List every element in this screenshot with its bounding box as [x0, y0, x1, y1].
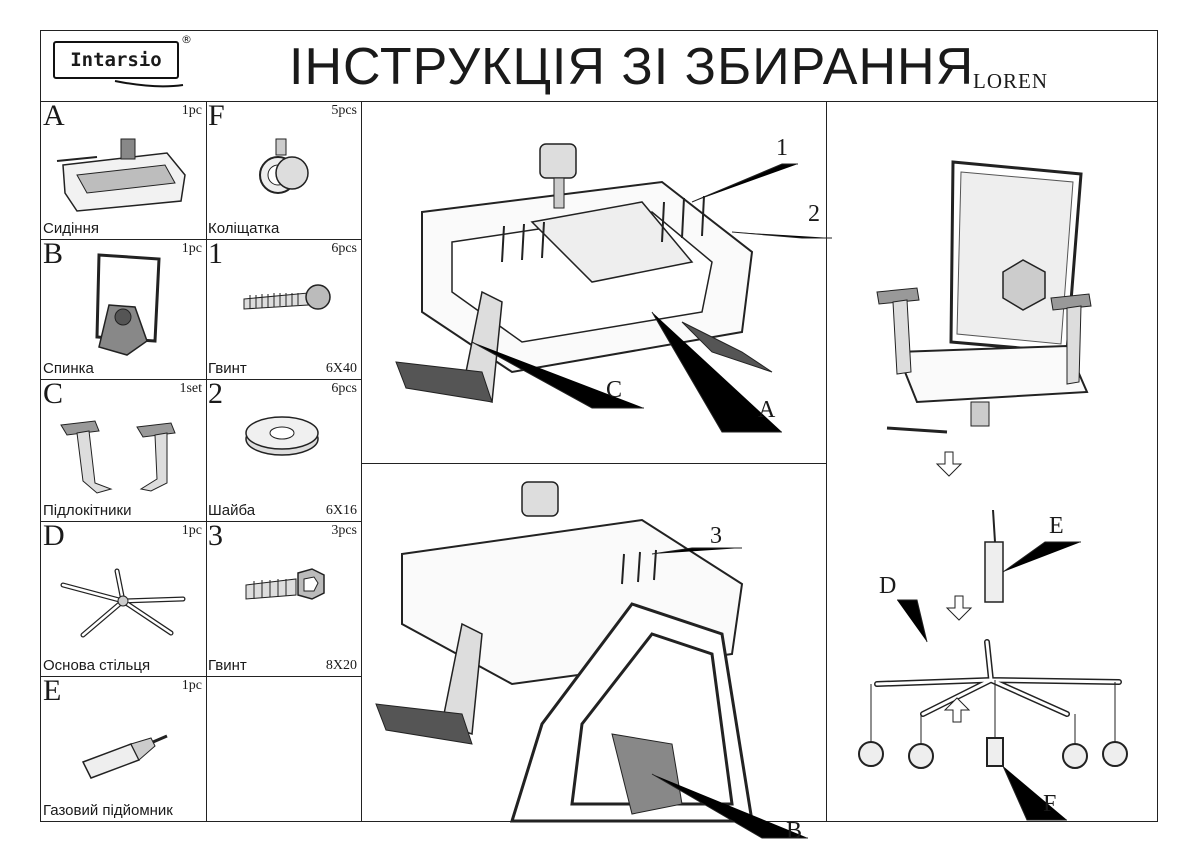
part-quantity: 6pcs	[331, 241, 357, 256]
long-screw-icon	[243, 284, 331, 310]
parts-row-divider	[41, 521, 361, 522]
part-name: Основа стільця	[43, 657, 151, 674]
part-quantity: 1pc	[181, 241, 202, 256]
part-letter: F	[208, 99, 225, 132]
steps-row-divider	[361, 463, 826, 464]
part-cell-long-screw: 1 6pcs Гвинт 6X40	[206, 239, 361, 379]
step-3-panel: E D F	[827, 102, 1157, 821]
parts-row-divider	[41, 676, 361, 677]
part-letter: E	[43, 674, 62, 707]
part-cell-backrest: B 1pc Спинка	[41, 239, 206, 379]
part-letter: 2	[208, 377, 223, 410]
part-cell-casters: F 5pcs Коліщатка	[206, 101, 361, 239]
part-letter: A	[43, 99, 65, 132]
backrest-assembly-illustration	[375, 481, 808, 839]
instruction-sheet: Intarsio ® ІНСТРУКЦІЯ ЗІ ЗБИРАННЯ LOREN …	[40, 30, 1158, 843]
part-quantity: 5pcs	[331, 103, 357, 118]
part-cell-chair-base: D 1pc Основа стільця	[41, 521, 206, 676]
part-letter: D	[43, 519, 65, 552]
part-name: Газовий підйомник	[43, 802, 173, 819]
part-name: Гвинт	[208, 657, 247, 674]
gas-lift-icon	[81, 734, 168, 779]
registered-mark: ®	[181, 33, 192, 46]
header-divider	[41, 101, 1157, 102]
part-cell-washer: 2 6pcs Шайба 6X16	[206, 379, 361, 521]
part-size: 8X20	[325, 658, 357, 673]
part-quantity: 1pc	[181, 103, 202, 118]
part-name: Коліщатка	[208, 220, 280, 237]
callout-washer: 2	[808, 201, 820, 227]
part-cell-seat: A 1pc Сидіння	[41, 101, 206, 239]
part-cell-armrests: C 1set Підлокітники	[41, 379, 206, 521]
parts-column-divider	[206, 101, 207, 821]
part-name: Підлокітники	[43, 502, 132, 519]
part-letter: B	[43, 237, 64, 270]
callout-gas-lift: E	[1049, 513, 1064, 539]
part-quantity: 3pcs	[331, 523, 357, 538]
part-name: Сидіння	[43, 220, 99, 237]
page-title: ІНСТРУКЦІЯ ЗІ ЗБИРАННЯ	[289, 38, 975, 96]
step-1-panel: 1 2 C A	[362, 102, 832, 463]
callout-long-screw: 1	[776, 135, 788, 161]
armrests-icon	[60, 420, 176, 494]
seat-assembly-illustration	[395, 143, 832, 433]
callout-caster: F	[1043, 791, 1057, 817]
callout-chair-base: D	[879, 573, 897, 599]
part-cell-gas-lift: E 1pc Газовий підйомник	[41, 676, 206, 821]
part-size: 6X40	[325, 361, 357, 376]
short-screw-icon	[245, 568, 325, 600]
parts-panel-divider	[361, 101, 362, 821]
logo-swoosh-icon	[114, 80, 184, 88]
parts-row-divider	[41, 379, 361, 380]
part-letter: 3	[208, 519, 223, 552]
model-name: LOREN	[973, 69, 1048, 93]
part-letter: C	[43, 377, 64, 410]
callout-backrest: B	[786, 818, 803, 844]
part-letter: 1	[208, 237, 223, 270]
caster-icon	[259, 138, 309, 194]
part-quantity: 1pc	[181, 678, 202, 693]
callout-seat: A	[758, 397, 776, 423]
steps-panel-divider	[826, 101, 827, 821]
brand-logo: Intarsio	[53, 41, 184, 88]
part-name: Шайба	[208, 502, 256, 519]
logo-text: Intarsio	[70, 49, 162, 71]
part-quantity: 1set	[179, 381, 202, 396]
part-name: Спинка	[43, 360, 94, 377]
washer-icon	[245, 416, 319, 456]
part-size: 6X16	[325, 503, 357, 518]
part-quantity: 6pcs	[331, 381, 357, 396]
seat-icon	[56, 138, 186, 212]
chair-base-icon	[60, 568, 186, 638]
final-assembly-illustration	[858, 160, 1128, 821]
part-quantity: 1pc	[181, 523, 202, 538]
parts-row-divider	[41, 239, 361, 240]
callout-armrests: C	[606, 377, 623, 403]
callout-short-screw: 3	[710, 523, 722, 549]
step-2-panel: 3 B	[362, 464, 826, 843]
part-cell-short-screw: 3 3pcs Гвинт 8X20	[206, 521, 361, 676]
part-name: Гвинт	[208, 360, 247, 377]
backrest-icon	[95, 253, 161, 356]
